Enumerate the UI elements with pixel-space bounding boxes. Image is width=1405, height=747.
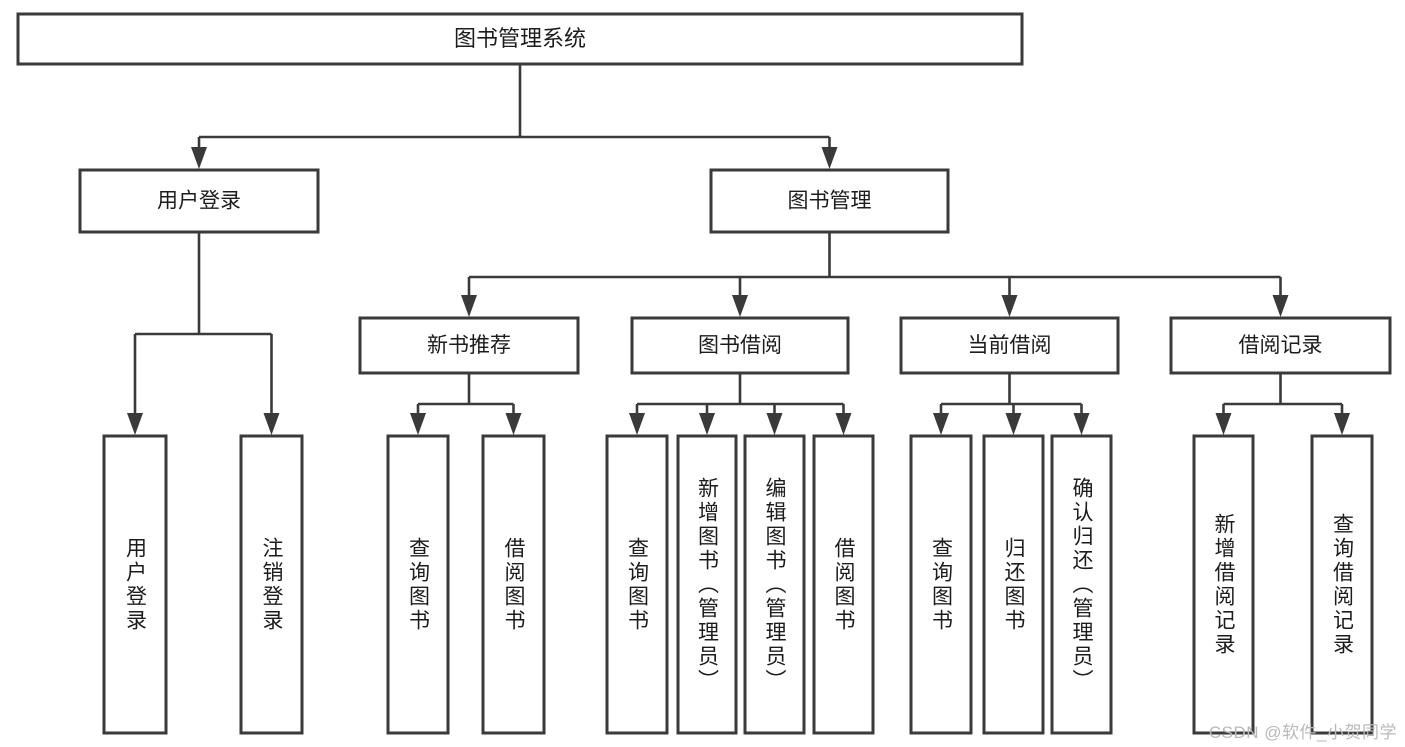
boxes-layer <box>16 12 1392 735</box>
node-box-book-borrow[interactable] <box>630 316 850 375</box>
node-label-root: 图书管理系统 <box>454 26 586 51</box>
arrow-head-leaf-query-book-2 <box>629 413 645 435</box>
leaf-box-leaf-query-record[interactable] <box>1310 434 1374 735</box>
arrow-head-current-borrow <box>1001 295 1018 317</box>
edges-layer <box>127 64 1350 435</box>
arrow-head-leaf-edit-book <box>766 413 783 435</box>
leaf-box-leaf-return-book[interactable] <box>982 434 1045 735</box>
arrow-head-leaf-add-book <box>699 413 715 435</box>
watermark: CSDN @软件_小贺同学 <box>1208 723 1397 742</box>
arrow-head-new-book-rec <box>461 295 477 317</box>
arrow-head-leaf-query-book-3 <box>933 413 949 435</box>
node-box-current-borrow[interactable] <box>899 316 1120 375</box>
arrow-head-leaf-confirm-return <box>1073 413 1090 435</box>
arrow-head-leaf-user-login <box>127 413 143 435</box>
leaf-box-leaf-query-book-1[interactable] <box>386 434 450 735</box>
arrow-head-leaf-borrow-book-2 <box>835 413 852 435</box>
node-box-root[interactable] <box>16 12 1024 66</box>
arrow-head-borrow-record <box>1272 295 1289 317</box>
node-label-borrow-record: 借阅记录 <box>1239 334 1323 357</box>
node-label-book-manage: 图书管理 <box>788 190 872 213</box>
leaf-box-leaf-confirm-return[interactable] <box>1050 434 1113 735</box>
leaf-box-leaf-edit-book[interactable] <box>743 434 806 735</box>
leaf-box-leaf-add-book[interactable] <box>676 434 738 735</box>
arrow-head-leaf-query-record <box>1334 413 1350 435</box>
arrow-head-book-manage <box>821 147 838 169</box>
node-box-user-login[interactable] <box>78 168 320 234</box>
leaf-box-leaf-borrow-book-2[interactable] <box>812 434 875 735</box>
leaf-box-leaf-query-book-2[interactable] <box>605 434 669 735</box>
leaf-box-leaf-query-book-3[interactable] <box>909 434 973 735</box>
node-label-current-borrow: 当前借阅 <box>968 334 1052 357</box>
arrow-head-leaf-user-logout <box>263 413 280 435</box>
leaf-box-leaf-user-logout[interactable] <box>239 434 304 735</box>
node-box-borrow-record[interactable] <box>1169 316 1392 375</box>
node-label-user-login: 用户登录 <box>157 190 241 213</box>
node-box-new-book-rec[interactable] <box>358 316 580 375</box>
node-label-book-borrow: 图书借阅 <box>698 334 782 357</box>
leaf-box-leaf-borrow-book-1[interactable] <box>481 434 546 735</box>
leaf-box-leaf-add-record[interactable] <box>1192 434 1255 735</box>
arrow-head-leaf-query-book-1 <box>410 413 426 435</box>
node-label-new-book-rec: 新书推荐 <box>427 334 511 357</box>
arrow-head-book-borrow <box>732 295 748 317</box>
arrow-head-user-login <box>191 147 207 169</box>
arrow-head-leaf-borrow-book-1 <box>505 413 522 435</box>
arrow-head-leaf-return-book <box>1005 413 1022 435</box>
leaf-box-leaf-user-login[interactable] <box>102 434 168 735</box>
arrow-head-leaf-add-record <box>1215 413 1232 435</box>
node-box-book-manage[interactable] <box>709 168 950 234</box>
